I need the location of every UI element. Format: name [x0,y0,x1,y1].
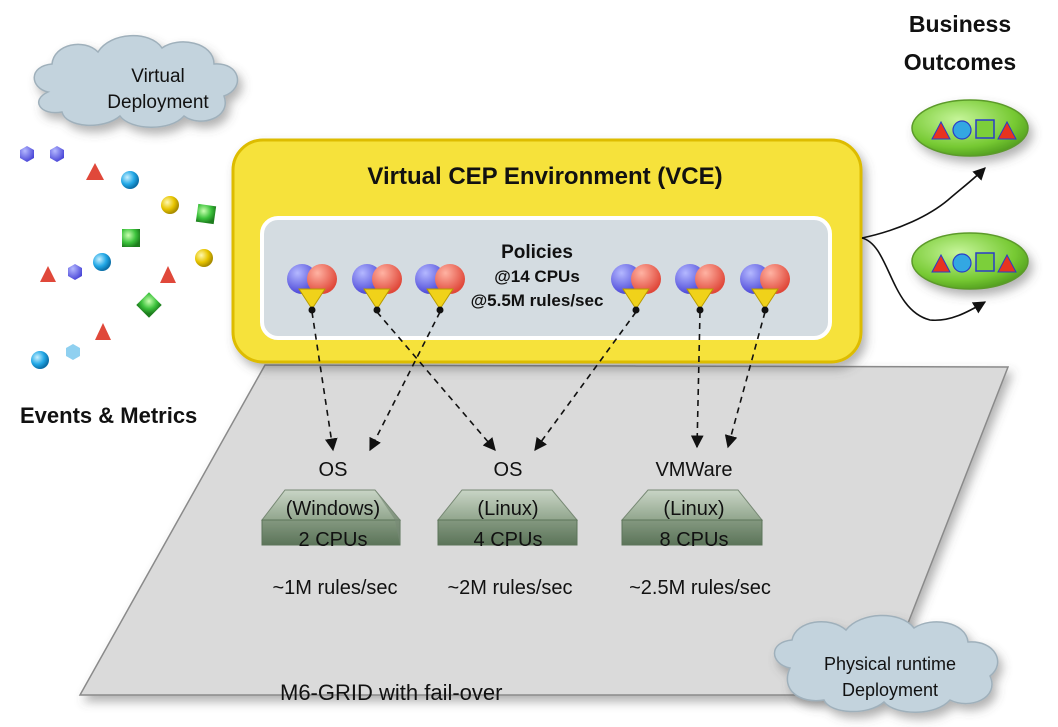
physical-deployment-cloud [773,614,999,713]
node-rate: ~2.5M rules/sec [629,577,771,599]
vce-title: Virtual CEP Environment (VCE) [367,163,722,190]
hexagon-icon [50,146,64,162]
virtual-deployment-cloud [33,35,239,128]
hexagon-icon [66,344,80,360]
cube-icon [122,229,140,247]
cube-icon [195,203,217,225]
sphere-icon [161,196,179,214]
events-metrics-label: Events & Metrics [20,403,197,428]
outcome-ellipse-top [911,99,1029,157]
outcome-ellipse-bottom [911,232,1029,290]
node-cpus: 2 CPUs [299,529,368,551]
triangle-icon [931,253,951,273]
node-type: VMWare [655,459,732,481]
node-os: (Windows) [286,498,380,520]
node-type: OS [319,459,348,481]
node-cpus: 8 CPUs [660,529,729,551]
node-type: OS [494,459,523,481]
mapping-arrows [308,306,769,452]
policies-title: Policies [501,242,573,263]
sphere-icon [121,171,139,189]
node-windows: OS (Windows) 2 CPUs ~1M rules/sec [272,459,397,599]
cloud-physical-line1: Physical runtime [824,654,956,674]
hexagon-icon [20,146,34,162]
cpu-node-icon [620,489,764,546]
policies-cpus: @14 CPUs [494,267,580,286]
policies-panel [260,216,832,340]
triangle-icon [86,163,104,180]
node-os: (Linux) [663,498,724,520]
triangle-icon [95,323,111,340]
node-linux: OS (Linux) 4 CPUs ~2M rules/sec [447,459,572,599]
outcome-arrows [861,167,987,322]
triangle-icon [997,253,1017,273]
triangle-icon [40,266,56,282]
cloud-virtual-line1: Virtual [131,66,185,87]
triangle-icon [931,120,951,140]
circle-icon [952,253,972,273]
triangle-icon [997,120,1017,140]
square-icon [975,252,995,272]
circle-icon [952,120,972,140]
event-particles [20,146,217,369]
cloud-physical-line2: Deployment [842,680,938,700]
cube-icon [136,292,162,318]
sphere-icon [31,351,49,369]
triangle-icon [160,266,176,283]
business-outcomes-line1: Business [909,11,1011,37]
cpu-node-icon [260,489,402,546]
square-icon [975,119,995,139]
cloud-virtual-line2: Deployment [107,92,209,113]
grid-label: M6-GRID with fail-over [280,680,502,705]
hexagon-icon [68,264,82,280]
node-rate: ~2M rules/sec [447,577,572,599]
node-rate: ~1M rules/sec [272,577,397,599]
sphere-icon [93,253,111,271]
cpu-node-icon [436,489,579,546]
business-outcomes-line2: Outcomes [904,49,1016,75]
node-vmware: VMWare (Linux) 8 CPUs ~2.5M rules/sec [629,459,771,599]
sphere-icon [195,249,213,267]
node-cpus: 4 CPUs [474,529,543,551]
policies-rate: @5.5M rules/sec [471,291,604,310]
node-os: (Linux) [477,498,538,520]
